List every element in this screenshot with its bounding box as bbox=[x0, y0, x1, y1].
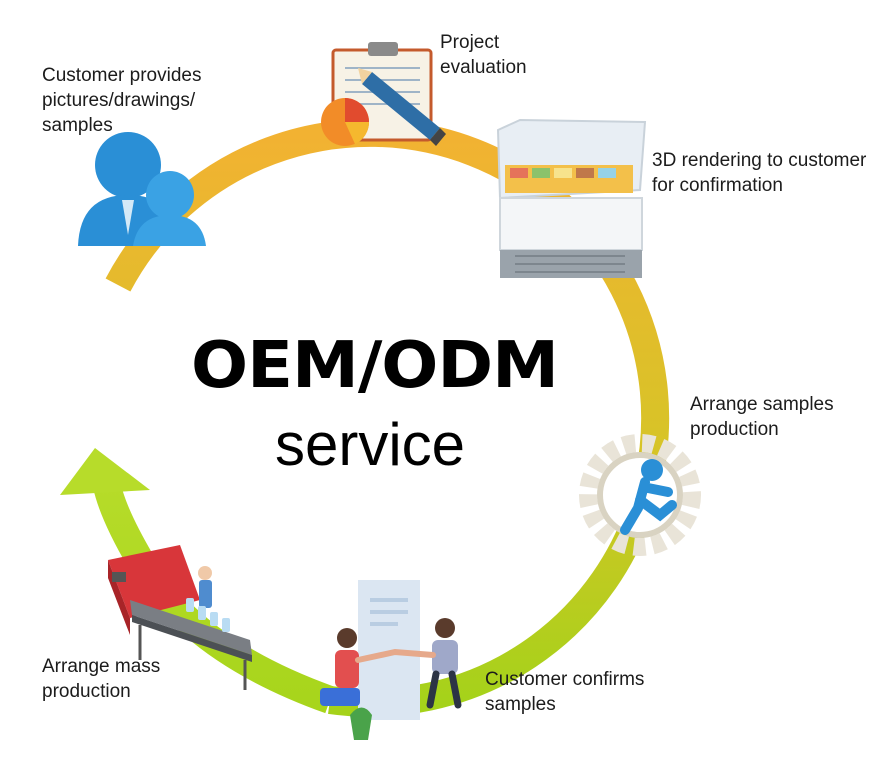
service-title: OEM/ODM bbox=[191, 329, 559, 403]
step-label-customer-provides: Customer provides pictures/drawings/ sam… bbox=[42, 65, 202, 136]
service-subtitle: service bbox=[274, 411, 466, 478]
step-label-arrange-samples: Arrange samples production bbox=[690, 394, 834, 440]
step-label-mass-production: Arrange mass production bbox=[42, 656, 161, 702]
clipboard-pencil-icon bbox=[321, 42, 446, 146]
production-line-icon bbox=[108, 545, 252, 690]
step-label-customer-confirms: Customer confirms samples bbox=[485, 669, 645, 715]
handshake-people-icon bbox=[320, 580, 462, 740]
display-freezer-icon bbox=[496, 118, 647, 278]
step-label-3d-rendering: 3D rendering to customer for confirmatio… bbox=[652, 150, 867, 196]
customer-people-icon bbox=[78, 132, 206, 246]
cycle-arrowhead bbox=[60, 448, 150, 495]
step-label-project-evaluation: Project evaluation bbox=[440, 32, 527, 78]
gear-runner-icon bbox=[579, 434, 701, 556]
ring-arc bbox=[105, 118, 670, 717]
